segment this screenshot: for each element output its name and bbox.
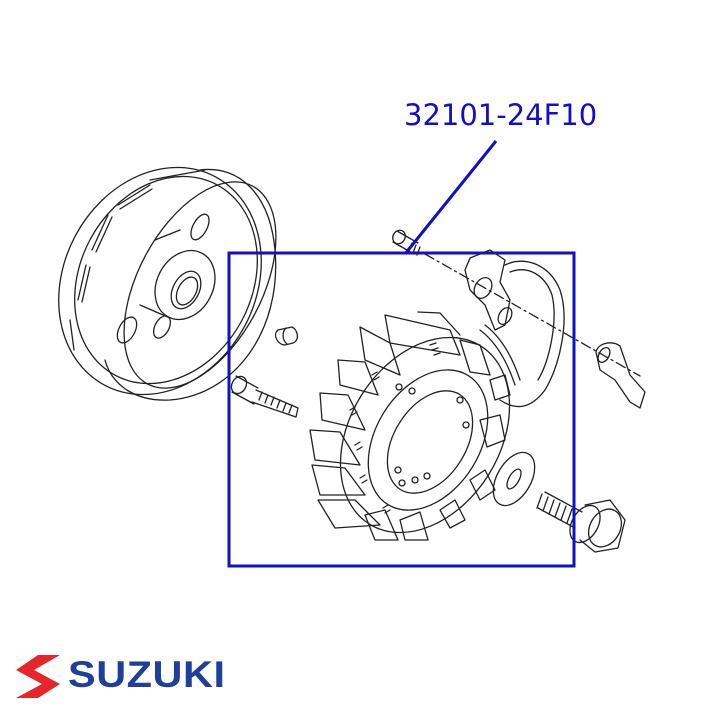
brand-logo-text: SUZUKI xyxy=(68,654,226,695)
highlight-box xyxy=(227,251,576,568)
key-icon xyxy=(274,326,299,346)
pickup-coil-icon xyxy=(464,249,565,408)
suzuki-s-mark-icon xyxy=(16,655,60,698)
part-number-label[interactable]: 32101-24F10 xyxy=(404,98,598,132)
stator-icon xyxy=(309,311,521,541)
clamp-icon xyxy=(595,342,646,409)
screw-icon xyxy=(230,375,299,418)
bolt-icon xyxy=(536,491,626,553)
washer-icon xyxy=(492,451,536,507)
leader-line xyxy=(403,140,498,255)
flywheel-icon xyxy=(58,166,277,401)
